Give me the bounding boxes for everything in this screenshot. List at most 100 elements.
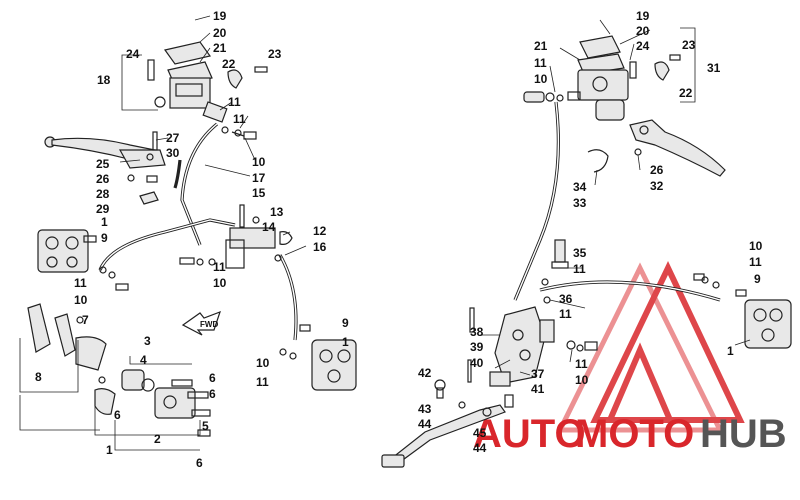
left-clamp-22 xyxy=(227,66,268,89)
right-brake-lever xyxy=(629,119,726,177)
label-33: 33 xyxy=(573,196,587,210)
label-4: 4 xyxy=(140,353,147,367)
right-banjo xyxy=(523,91,564,103)
label-3: 3 xyxy=(144,334,151,348)
watermark-hub: HUB xyxy=(700,412,787,456)
label-10e: 10 xyxy=(534,72,548,86)
label-7: 7 xyxy=(82,313,89,327)
label-9a: 9 xyxy=(101,231,108,245)
labels-right: 19 20 21 24 23 31 11 10 22 26 32 34 33 1… xyxy=(418,9,763,455)
label-10f: 10 xyxy=(749,239,763,253)
label-22b: 22 xyxy=(679,86,693,100)
label-6d: 6 xyxy=(196,456,203,470)
left-rear-caliper-exploded xyxy=(27,303,211,437)
label-40: 40 xyxy=(470,356,484,370)
right-master-cylinder xyxy=(567,35,637,121)
fwd-label: FWD xyxy=(200,320,218,329)
label-2: 2 xyxy=(154,432,161,446)
label-38: 38 xyxy=(470,325,484,339)
label-1d: 1 xyxy=(727,344,734,358)
label-6a: 6 xyxy=(209,371,216,385)
label-27: 27 xyxy=(166,131,180,145)
label-43: 43 xyxy=(418,402,432,416)
label-15: 15 xyxy=(252,186,266,200)
label-11f: 11 xyxy=(534,56,547,70)
label-24b: 24 xyxy=(636,39,650,53)
label-11g: 11 xyxy=(749,255,762,269)
watermark-auto: AUTO xyxy=(473,412,586,456)
label-21a: 21 xyxy=(213,41,227,55)
label-1c: 1 xyxy=(342,335,349,349)
label-9c: 9 xyxy=(754,272,761,286)
label-13: 13 xyxy=(270,205,284,219)
label-16: 16 xyxy=(313,240,327,254)
label-18: 18 xyxy=(97,73,111,87)
right-hoses xyxy=(513,101,747,302)
label-11h: 11 xyxy=(573,262,586,276)
label-20b: 20 xyxy=(636,24,650,38)
label-21b: 21 xyxy=(534,39,548,53)
label-8: 8 xyxy=(35,370,42,384)
label-36: 36 xyxy=(559,292,573,306)
label-11e: 11 xyxy=(256,375,269,389)
labels-left: 19 20 21 24 22 23 18 11 11 27 30 10 17 2… xyxy=(35,9,349,470)
leader-lines xyxy=(119,15,751,376)
label-31: 31 xyxy=(707,61,721,75)
label-10d: 10 xyxy=(256,356,270,370)
label-44b: 44 xyxy=(473,441,487,455)
label-11b: 11 xyxy=(233,112,246,126)
left-small-parts xyxy=(127,131,159,205)
label-20a: 20 xyxy=(213,26,227,40)
label-39: 39 xyxy=(470,340,484,354)
label-1a: 1 xyxy=(101,215,108,229)
label-45: 45 xyxy=(473,426,487,440)
watermark-moto: MOTO xyxy=(575,412,694,456)
label-28: 28 xyxy=(96,187,110,201)
label-12: 12 xyxy=(313,224,327,238)
label-10a: 10 xyxy=(252,155,266,169)
left-group-brackets xyxy=(19,338,201,451)
label-19a: 19 xyxy=(213,9,227,23)
label-23b: 23 xyxy=(682,38,696,52)
label-22a: 22 xyxy=(222,57,236,71)
right-clip-34 xyxy=(587,149,609,173)
label-10b: 10 xyxy=(213,276,227,290)
label-11i: 11 xyxy=(559,307,572,321)
left-junction-block xyxy=(179,204,293,269)
label-6c: 6 xyxy=(114,408,121,422)
label-34: 34 xyxy=(573,180,587,194)
label-1b: 1 xyxy=(106,443,113,457)
label-19b: 19 xyxy=(636,9,650,23)
label-26b: 26 xyxy=(650,163,664,177)
left-master-cylinder xyxy=(147,41,228,123)
label-41: 41 xyxy=(531,382,545,396)
label-10c: 10 xyxy=(74,293,88,307)
watermark-logo xyxy=(555,261,745,433)
label-42: 42 xyxy=(418,366,432,380)
right-rear-master xyxy=(467,306,598,408)
label-24a: 24 xyxy=(126,47,140,61)
label-6b: 6 xyxy=(209,387,216,401)
right-caliper xyxy=(744,299,792,349)
label-44a: 44 xyxy=(418,417,432,431)
label-11a: 11 xyxy=(228,95,241,109)
left-rear-caliper xyxy=(279,324,357,391)
label-37: 37 xyxy=(531,367,545,381)
label-11c: 11 xyxy=(213,260,226,274)
label-17: 17 xyxy=(252,171,266,185)
left-caliper xyxy=(37,229,129,291)
label-10g: 10 xyxy=(575,373,589,387)
label-14: 14 xyxy=(262,220,276,234)
left-hoses xyxy=(98,122,298,341)
label-11d: 11 xyxy=(74,276,87,290)
label-5: 5 xyxy=(202,419,209,433)
label-23a: 23 xyxy=(268,47,282,61)
right-clamp-22 xyxy=(654,54,681,81)
left-master-bracket-18 xyxy=(121,54,158,111)
label-35: 35 xyxy=(573,246,587,260)
label-26a: 26 xyxy=(96,172,110,186)
label-30: 30 xyxy=(166,146,180,160)
right-brake-pedal xyxy=(381,379,506,468)
